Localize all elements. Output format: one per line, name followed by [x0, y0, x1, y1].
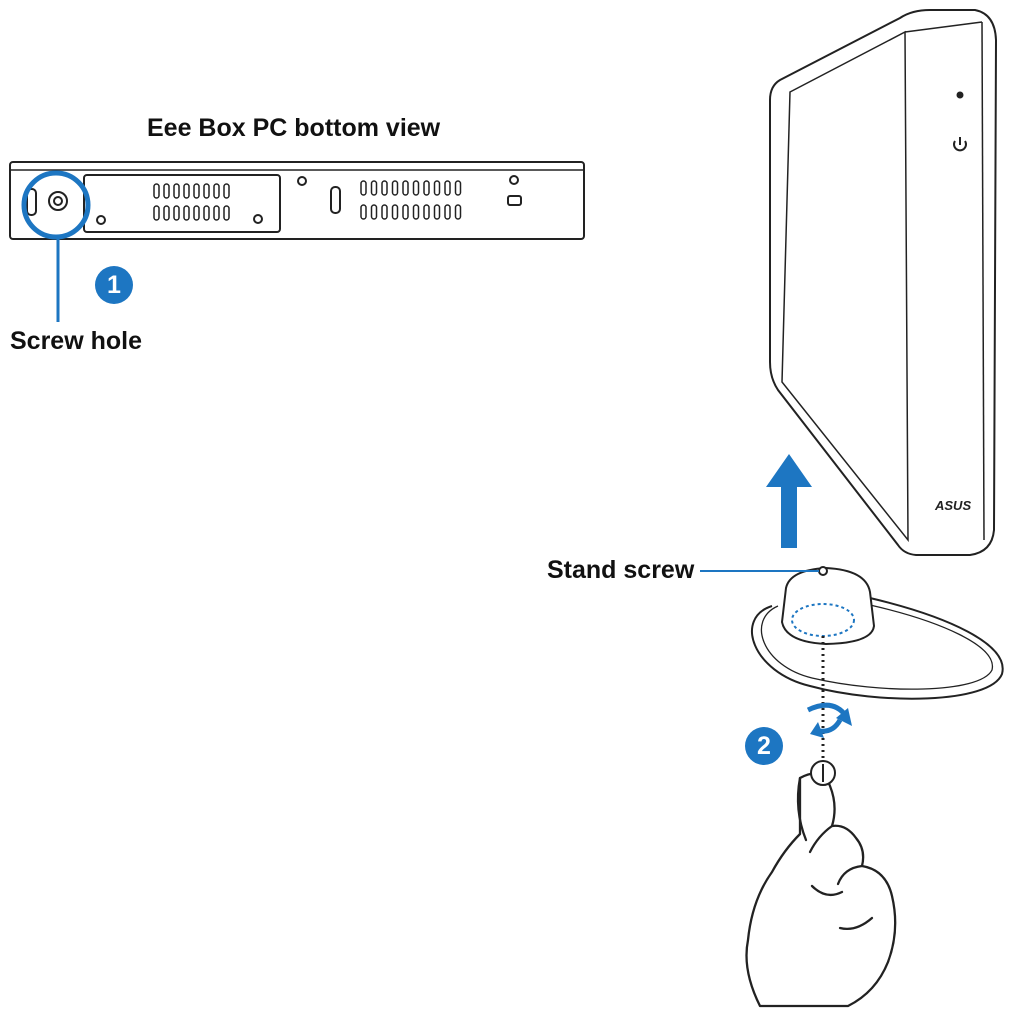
hand-illustration [745, 772, 897, 1008]
vent-slot [423, 180, 430, 196]
vent-slot [412, 204, 420, 220]
pc-side-view [769, 9, 998, 556]
vent-slot [433, 180, 441, 196]
vent-slot [412, 180, 420, 196]
vent-slot [444, 204, 451, 220]
vent-slot [433, 204, 441, 220]
vent-slot [173, 183, 180, 199]
vent-slot [213, 205, 220, 221]
vent-slot [381, 204, 388, 220]
lift-up-arrow-icon [766, 454, 812, 548]
vent-slot [402, 180, 409, 196]
stand [751, 566, 1004, 700]
vent-slot [213, 183, 220, 199]
vent-slot [360, 204, 367, 220]
vent-slot [203, 183, 210, 199]
screw-hole-highlight [21, 170, 91, 240]
vent-slot [381, 180, 388, 196]
stand-screw-label: Stand screw [547, 556, 695, 584]
vent-slot [391, 204, 399, 220]
vent-slot [370, 204, 378, 220]
vent-slot [183, 205, 190, 221]
vent-slot [173, 205, 180, 221]
vent-slot [183, 183, 190, 199]
vent-slot [153, 183, 160, 199]
vent-slot [454, 180, 462, 196]
step-1-badge: 1 [95, 266, 133, 304]
vent-slot [223, 205, 230, 221]
vent-slot [444, 180, 451, 196]
rotate-arrowhead-icon [810, 708, 852, 738]
bottom-view-title: Eee Box PC bottom view [147, 114, 441, 142]
vent-slot [454, 204, 462, 220]
vent-slot [153, 205, 160, 221]
screw-hole-label: Screw hole [10, 327, 142, 355]
asus-logo: ASUS [934, 498, 971, 513]
vent-slots [153, 180, 462, 221]
vent-slot [163, 205, 170, 221]
vent-slot [402, 204, 409, 220]
pc-bottom-view [9, 161, 585, 240]
vent-slot [193, 205, 200, 221]
vent-slot [370, 180, 378, 196]
vent-slot [423, 204, 430, 220]
vent-slot [391, 180, 399, 196]
vent-slot [360, 180, 367, 196]
screw-icon [810, 760, 836, 786]
vent-slot [163, 183, 170, 199]
vent-slot [223, 183, 230, 199]
step-2-badge: 2 [745, 727, 783, 765]
vent-slot [193, 183, 200, 199]
vent-slot [203, 205, 210, 221]
